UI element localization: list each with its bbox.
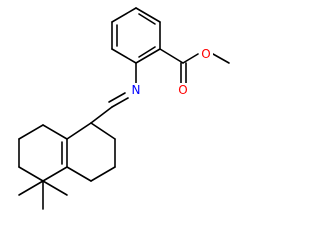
carbonyl-oxygen-label: O bbox=[178, 83, 187, 97]
imine-nitrogen-label: N bbox=[132, 83, 141, 97]
imine-linkage bbox=[90, 62, 137, 124]
bicyclic-ring-system bbox=[18, 122, 116, 210]
atom-label-background bbox=[129, 83, 143, 97]
double-bond bbox=[108, 92, 126, 103]
bond bbox=[182, 53, 199, 64]
atom-label-background bbox=[176, 83, 190, 97]
structure-canvas: O O N bbox=[0, 0, 250, 250]
molecule-drawing: O O N bbox=[0, 0, 250, 250]
bond bbox=[135, 48, 161, 64]
bond bbox=[90, 166, 116, 182]
bond bbox=[18, 124, 44, 140]
ester-oxygen-label: O bbox=[201, 47, 210, 61]
aromatic-double-bond bbox=[138, 13, 156, 25]
bond bbox=[90, 106, 113, 124]
benzene-ring bbox=[111, 7, 161, 64]
bond bbox=[111, 48, 137, 64]
atom-labels: O O N bbox=[129, 47, 213, 97]
aromatic-double-bond bbox=[138, 46, 156, 58]
bond bbox=[18, 166, 44, 182]
double-bond bbox=[111, 97, 129, 108]
bond bbox=[159, 48, 184, 64]
bond bbox=[212, 53, 230, 64]
methyl-ester-group bbox=[159, 48, 230, 84]
atom-label-background bbox=[199, 47, 213, 61]
bond bbox=[135, 7, 161, 23]
methyl-bond bbox=[42, 180, 68, 196]
bond bbox=[90, 122, 116, 140]
bond bbox=[42, 166, 68, 182]
bond bbox=[66, 166, 92, 182]
bond bbox=[111, 7, 137, 23]
bond bbox=[66, 122, 92, 140]
background bbox=[0, 0, 250, 250]
bond bbox=[42, 124, 68, 140]
methyl-bond bbox=[18, 180, 44, 196]
